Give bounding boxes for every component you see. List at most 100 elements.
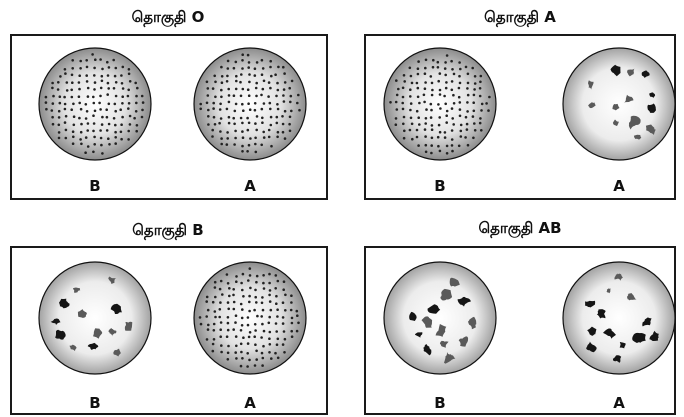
blood-cell-dot [466, 143, 470, 147]
blood-cell-dot [276, 81, 279, 85]
blood-cell-dot [415, 135, 419, 139]
blood-cell-dot [283, 137, 287, 140]
blood-cell-dot [438, 88, 442, 92]
blood-cell-dot [445, 109, 449, 113]
blood-cell-dot [450, 129, 454, 132]
blood-cell-dot [276, 130, 280, 134]
agglutination-clump [55, 329, 66, 340]
blood-cell-dot [72, 102, 75, 106]
blood-cell-dot [92, 114, 95, 117]
blood-cell-dot [232, 328, 235, 331]
blood-cell-dot [478, 121, 482, 125]
blood-cell-dot [45, 107, 48, 111]
blood-cell-dot [290, 321, 294, 325]
agglutination-clump [409, 311, 417, 321]
blood-cell-dot [290, 109, 293, 113]
blood-cell-dot [445, 144, 449, 148]
blood-cell-dot [270, 74, 273, 78]
blood-cell-dot [248, 300, 251, 304]
blood-cell-dot [84, 151, 87, 154]
blood-cell-dot [261, 67, 265, 70]
blood-cell-dot [86, 129, 89, 132]
blood-cell-dot [239, 329, 243, 332]
blood-cell-dot [416, 86, 420, 90]
blood-cell-dot [93, 135, 96, 139]
blood-cell-dot [225, 143, 229, 146]
blood-cell-dot [458, 61, 461, 64]
blood-cell-dot [253, 323, 257, 326]
blood-cell-dot [44, 101, 48, 104]
blood-cell-dot [443, 136, 447, 139]
blood-cell-dot [268, 281, 271, 285]
blood-cell-dot [135, 94, 138, 98]
blood-cell-dot [114, 123, 117, 127]
blood-cell-dot [246, 323, 250, 327]
blood-cell-dot [226, 74, 229, 78]
blood-cell-dot [232, 116, 235, 120]
blood-cell-dot [282, 280, 286, 283]
blood-cell-dot [260, 58, 264, 62]
blood-cell-dot [220, 81, 224, 84]
blood-cell-dot [205, 315, 208, 318]
blood-cell-dot [247, 94, 251, 97]
blood-cell-dot [452, 93, 455, 97]
blood-cell-dot [409, 88, 412, 91]
blood-cell-dot [241, 53, 244, 56]
blood-cell-dot [416, 95, 420, 99]
blood-cell-dot [100, 123, 104, 126]
blood-cell-dot [275, 330, 279, 333]
blood-cell-dot [283, 72, 286, 75]
blood-cell-dot [57, 109, 61, 113]
blood-cell-dot [402, 115, 406, 119]
blood-cell-dot [276, 107, 280, 111]
blood-cell-dot [276, 88, 280, 92]
blood-cell-dot [403, 80, 406, 83]
blood-cell-dot [276, 308, 279, 311]
blood-cell-dot [242, 336, 245, 339]
blood-cell-dot [248, 294, 251, 298]
blood-cell-dot [394, 100, 398, 104]
blood-cell-dot [424, 122, 427, 125]
blood-cell-dot [430, 124, 434, 127]
agglutination-clump [632, 332, 646, 343]
sample-circle-a [193, 47, 307, 161]
blood-cell-dot [268, 337, 271, 340]
blood-cell-dot [226, 321, 230, 325]
blood-cell-dot [430, 81, 434, 85]
blood-cell-dot [107, 137, 110, 140]
blood-cell-dot [450, 138, 454, 141]
blood-cell-dot [479, 80, 482, 84]
blood-cell-dot [457, 86, 461, 90]
blood-cell-dot [459, 129, 463, 133]
blood-cell-dot [282, 94, 285, 97]
agglutination-clump [588, 102, 596, 109]
blood-cell-dot [262, 287, 266, 290]
blood-cell-dot [268, 289, 272, 292]
blood-cell-dot [268, 101, 272, 105]
blood-cell-dot [275, 302, 278, 305]
blood-cell-dot [232, 94, 236, 97]
blood-cell-dot [239, 116, 243, 120]
blood-cell-dot [86, 122, 90, 125]
blood-cell-dot [247, 335, 251, 339]
panel-box-a: B A [364, 34, 676, 200]
blood-cell-dot [438, 72, 442, 75]
blood-cell-dot [50, 109, 54, 112]
blood-cell-dot [246, 53, 250, 57]
blood-cell-dot [128, 80, 132, 83]
blood-cell-dot [274, 351, 277, 355]
blood-cell-dot [71, 81, 74, 84]
blood-cell-dot [241, 288, 244, 292]
blood-cell-dot [246, 365, 249, 368]
blood-cell-dot [225, 335, 229, 338]
blood-cell-dot [220, 137, 223, 140]
blood-cell-dot [254, 142, 257, 146]
blood-cell-dot [260, 107, 264, 111]
agglutination-clump [587, 326, 597, 336]
blood-cell-dot [394, 123, 398, 126]
blood-cell-dot [219, 279, 223, 283]
blood-cell-dot [108, 143, 111, 146]
blood-cell-dot [283, 109, 287, 113]
blood-cell-dot [255, 301, 258, 304]
agglutination-clump [614, 273, 623, 281]
